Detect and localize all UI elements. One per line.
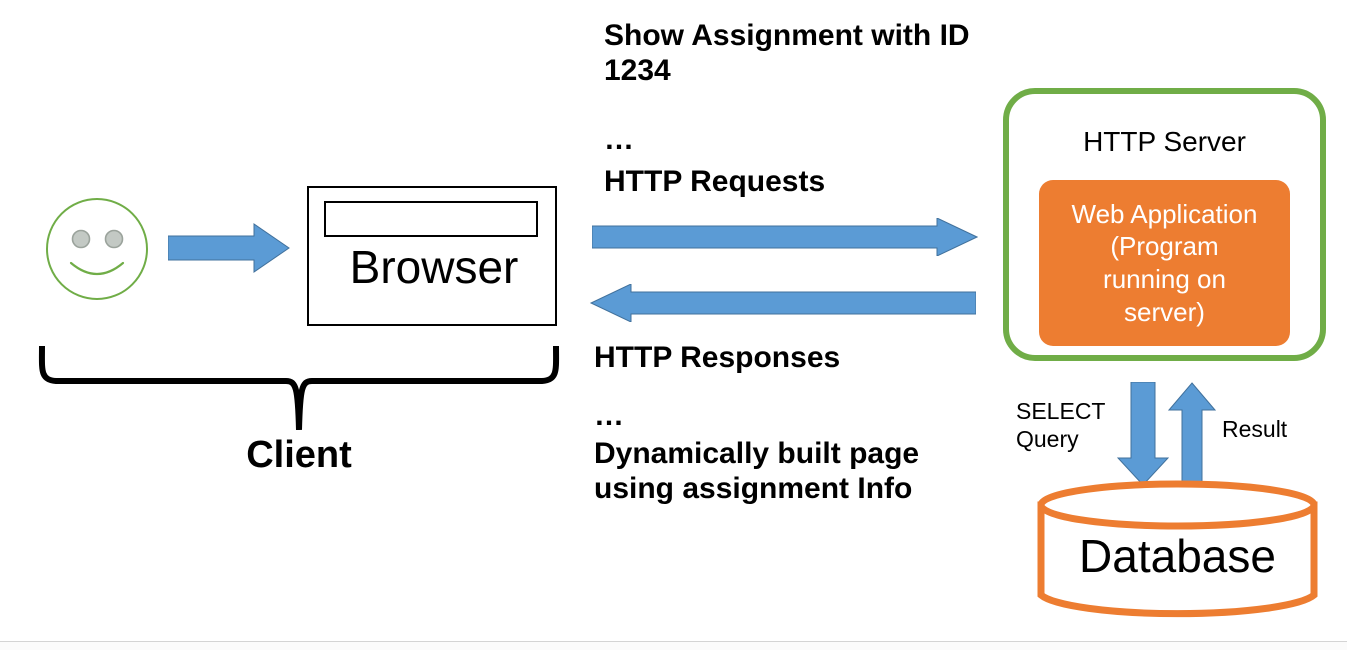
http-responses-label: HTTP Responses [594,341,841,374]
client-group-label: Client [246,434,352,476]
request-example-label: Show Assignment with ID 1234 [604,19,970,88]
response-ellipsis-label: … [594,399,625,432]
slide-bottom-fill [0,642,1347,650]
database-cylinder [1037,480,1318,618]
smiley-face-icon [46,198,148,300]
client-brace [38,345,560,430]
result-arrow-icon [1168,382,1216,486]
http-response-arrow-icon [589,284,976,322]
web-application-label: Web Application (Program running on serv… [1071,198,1258,327]
browser-address-bar[interactable] [324,201,538,237]
http-server-label: HTTP Server [1083,126,1246,157]
browser-label: Browser [349,241,519,293]
select-query-label: SELECT Query [1016,398,1106,452]
request-ellipsis-label: … [604,123,635,156]
slide-bottom-divider [0,641,1347,642]
result-label: Result [1222,416,1288,442]
browser-window[interactable]: Browser [307,186,557,326]
http-server-box: HTTP Server Web Application (Program run… [1003,88,1326,361]
database-label: Database [1079,530,1276,582]
user-to-browser-arrow-icon [168,223,290,273]
response-detail-label: Dynamically built page using assignment … [594,437,920,506]
select-query-arrow-icon [1117,382,1169,486]
http-requests-label: HTTP Requests [604,165,826,198]
http-request-arrow-icon [592,218,978,256]
web-application-box: Web Application (Program running on serv… [1039,180,1290,346]
